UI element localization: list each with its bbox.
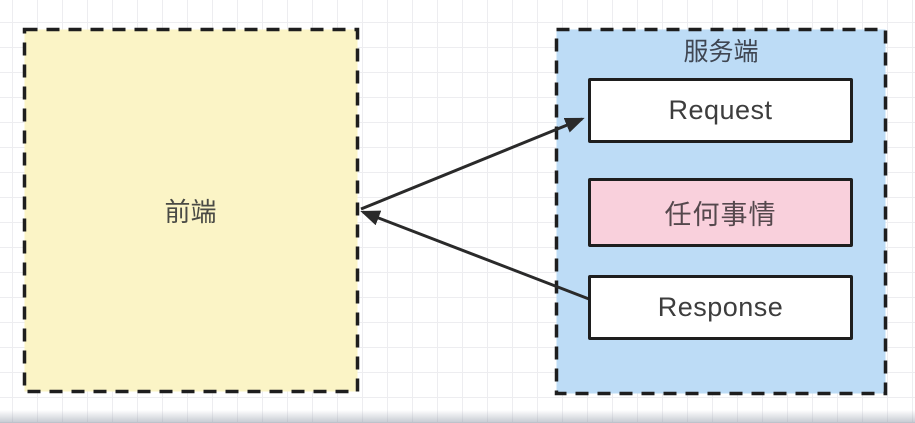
arrow-response-to-frontend — [360, 210, 590, 301]
request-box-label: Request — [668, 95, 773, 125]
response-box: Response — [588, 275, 853, 340]
request-box: Request — [588, 78, 853, 143]
arrow-frontend-to-request — [360, 117, 585, 211]
task-box: 任何事情 — [588, 178, 853, 247]
response-box-label: Response — [657, 292, 784, 322]
frontend-box-outline — [22, 27, 360, 394]
task-box-label: 任何事情 — [664, 200, 777, 230]
